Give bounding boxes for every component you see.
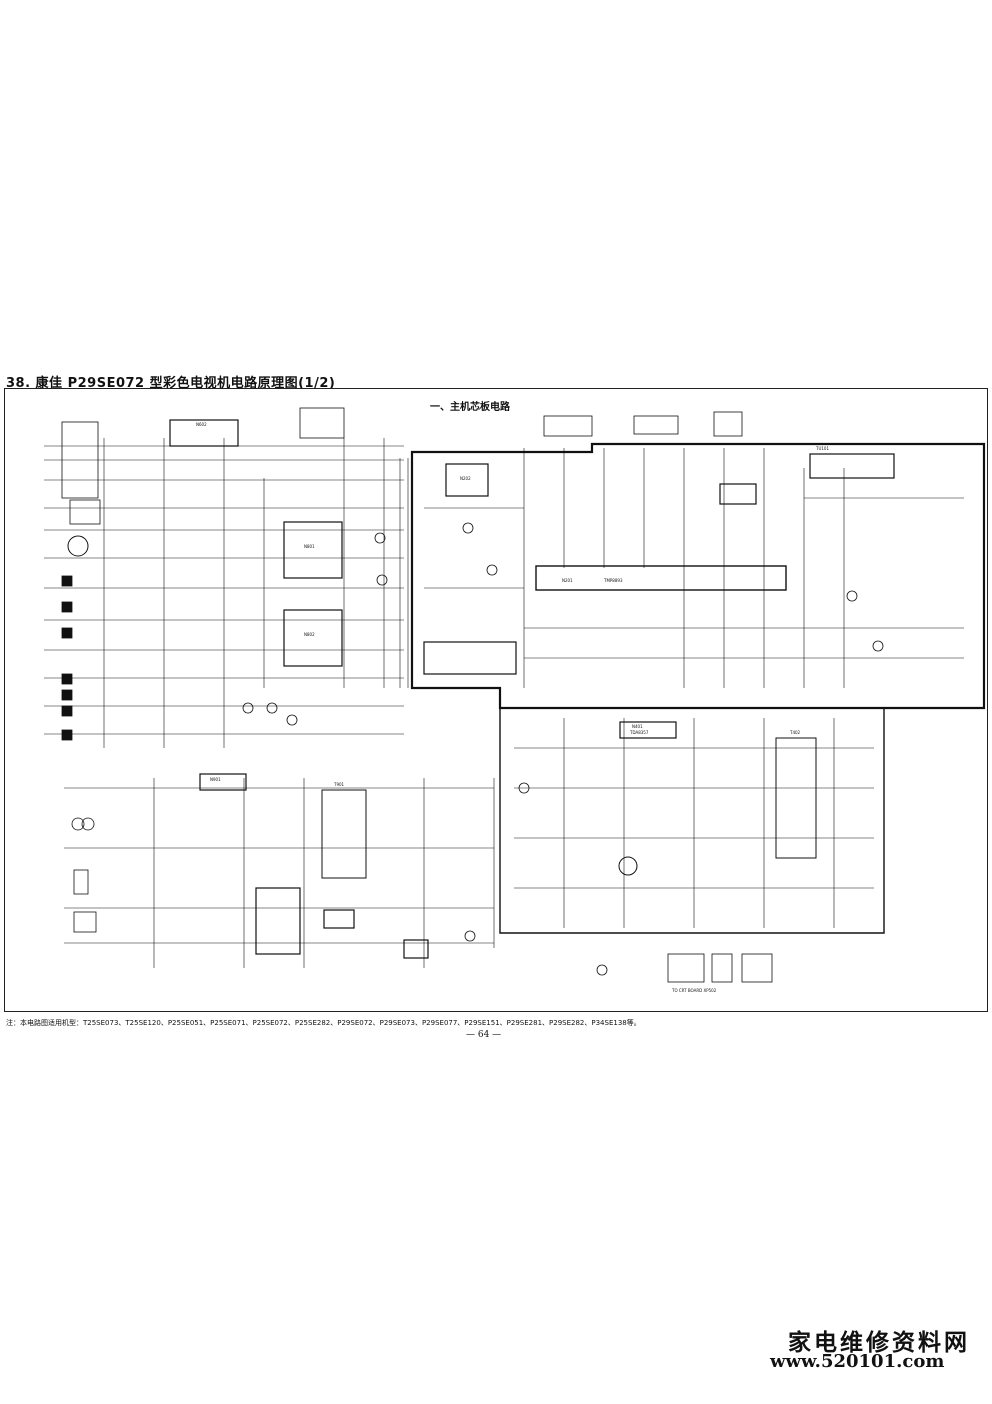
flyback-label: T402 — [789, 730, 801, 735]
main-cpu-type-label: TMP8893 — [603, 578, 623, 583]
audio-ic-label: N602 — [196, 422, 207, 427]
power-ic-label: N901 — [210, 777, 221, 782]
section-title: 一、主机芯板电路 — [430, 402, 510, 413]
watermark-url: www.520101.com — [770, 1351, 945, 1372]
vertical-ic-type-label: TDA8357 — [629, 730, 649, 735]
power-transformer-label: T901 — [333, 782, 345, 787]
vertical-ic-label: N401 — [632, 724, 643, 729]
main-cpu-label: N201 — [562, 578, 573, 583]
memory-ic-label: N202 — [460, 476, 471, 481]
schematic-frame — [4, 388, 988, 1012]
schematic-diagram: N201 TMP8893 N401 TDA8357 N801 N802 N602… — [44, 407, 986, 993]
av-switch-2-label: N802 — [304, 632, 315, 637]
footnote: 注：本电路图适用机型：T25SE073、T25SE120、P25SE051、P2… — [6, 1019, 641, 1027]
page-number: — 64 — — [466, 1030, 502, 1040]
tuner-label: TU101 — [815, 446, 829, 451]
crt-connector-label: TO CRT BOARD XP502 — [671, 988, 717, 993]
watermark-name: 家电维修资料网 — [788, 1329, 970, 1356]
av-switch-1-label: N801 — [304, 544, 315, 549]
page-title: 38. 康佳 P29SE072 型彩色电视机电路原理图(1/2) — [6, 376, 336, 391]
